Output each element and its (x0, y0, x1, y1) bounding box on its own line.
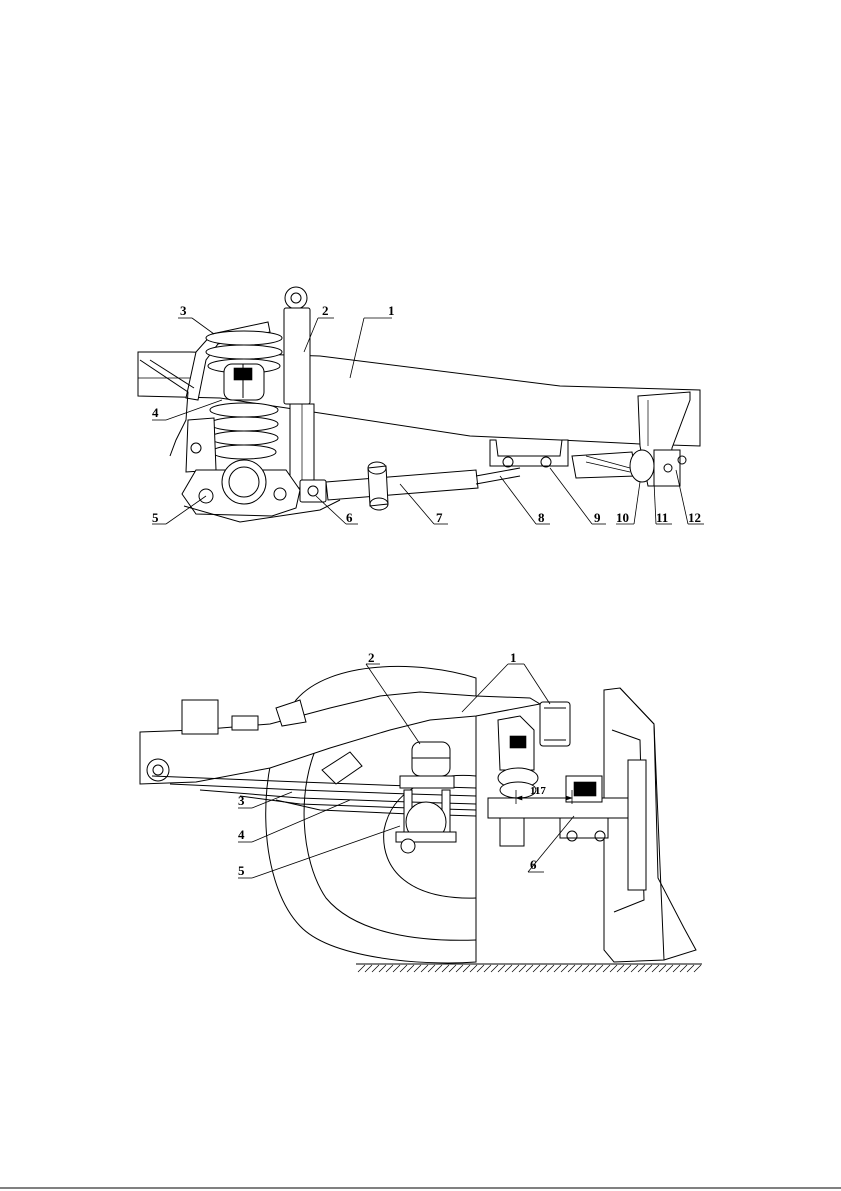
hatch-mark (470, 965, 477, 972)
callout-top-4: 4 (152, 405, 159, 420)
dimension-text: 117 (530, 785, 546, 797)
hatch-mark (365, 965, 372, 972)
axle-mount (396, 776, 456, 853)
bump-stop (224, 364, 264, 400)
hatch-mark (421, 965, 428, 972)
hatch-mark (442, 965, 449, 972)
callout-bottom-6: 6 (530, 857, 537, 872)
hatch-mark (610, 965, 617, 972)
hatch-mark (687, 965, 694, 972)
hatch-mark (638, 965, 645, 972)
callout-top-8: 8 (538, 510, 545, 525)
rear-bushing (572, 450, 686, 486)
ground-hatch (356, 964, 702, 972)
hatch-mark (645, 965, 652, 972)
hatch-mark (435, 965, 442, 972)
hatch-mark (358, 965, 365, 972)
hatch-mark (386, 965, 393, 972)
hatch-mark (400, 965, 407, 972)
hatch-mark (505, 965, 512, 972)
hatch-mark (631, 965, 638, 972)
callout-bottom-1: 1 (510, 650, 517, 665)
hatch-mark (463, 965, 470, 972)
rear-suspension-view: 117 1 2 3 4 5 6 (140, 650, 702, 972)
callout-bottom-2: 2 (368, 650, 375, 665)
hatch-mark (540, 965, 547, 972)
hatch-mark (582, 965, 589, 972)
hatch-mark (624, 965, 631, 972)
hatch-mark (477, 965, 484, 972)
hatch-mark (554, 965, 561, 972)
hatch-mark (491, 965, 498, 972)
callout-top-3: 3 (180, 303, 187, 318)
hatch-mark (659, 965, 666, 972)
hatch-mark (393, 965, 400, 972)
rod-bracket (490, 440, 568, 466)
hatch-mark (589, 965, 596, 972)
hatch-mark (456, 965, 463, 972)
hatch-mark (596, 965, 603, 972)
hatch-mark (652, 965, 659, 972)
hatch-mark (680, 965, 687, 972)
callout-bottom-5: 5 (238, 863, 245, 878)
callout-top-2: 2 (322, 303, 329, 318)
hatch-mark (533, 965, 540, 972)
hatch-mark (379, 965, 386, 972)
hatch-mark (603, 965, 610, 972)
callout-top-9: 9 (594, 510, 601, 525)
front-suspension-view: 1 2 3 4 5 6 7 8 9 10 11 12 (138, 287, 704, 525)
callout-top-1: 1 (388, 303, 395, 318)
hatch-mark (498, 965, 505, 972)
hatch-mark (694, 965, 701, 972)
hatch-mark (617, 965, 624, 972)
callout-top-10: 10 (616, 510, 629, 525)
hatch-mark (575, 965, 582, 972)
callout-top-6: 6 (346, 510, 353, 525)
hatch-mark (519, 965, 526, 972)
hatch-mark (666, 965, 673, 972)
hatch-mark (526, 965, 533, 972)
hatch-mark (561, 965, 568, 972)
callout-bottom-4: 4 (238, 827, 245, 842)
callout-top-11: 11 (656, 510, 668, 525)
hatch-mark (372, 965, 379, 972)
callout-bottom-3: 3 (238, 793, 245, 808)
hatch-mark (428, 965, 435, 972)
callout-top-7: 7 (436, 510, 443, 525)
hatch-mark (547, 965, 554, 972)
hatch-mark (568, 965, 575, 972)
hatch-mark (484, 965, 491, 972)
front-wheel-section (604, 688, 696, 962)
hatch-mark (407, 965, 414, 972)
callout-top-12: 12 (688, 510, 701, 525)
hatch-mark (449, 965, 456, 972)
rear-bump-stop (412, 742, 450, 776)
hatch-mark (512, 965, 519, 972)
hatch-mark (673, 965, 680, 972)
hatch-mark (414, 965, 421, 972)
callout-top-5: 5 (152, 510, 159, 525)
